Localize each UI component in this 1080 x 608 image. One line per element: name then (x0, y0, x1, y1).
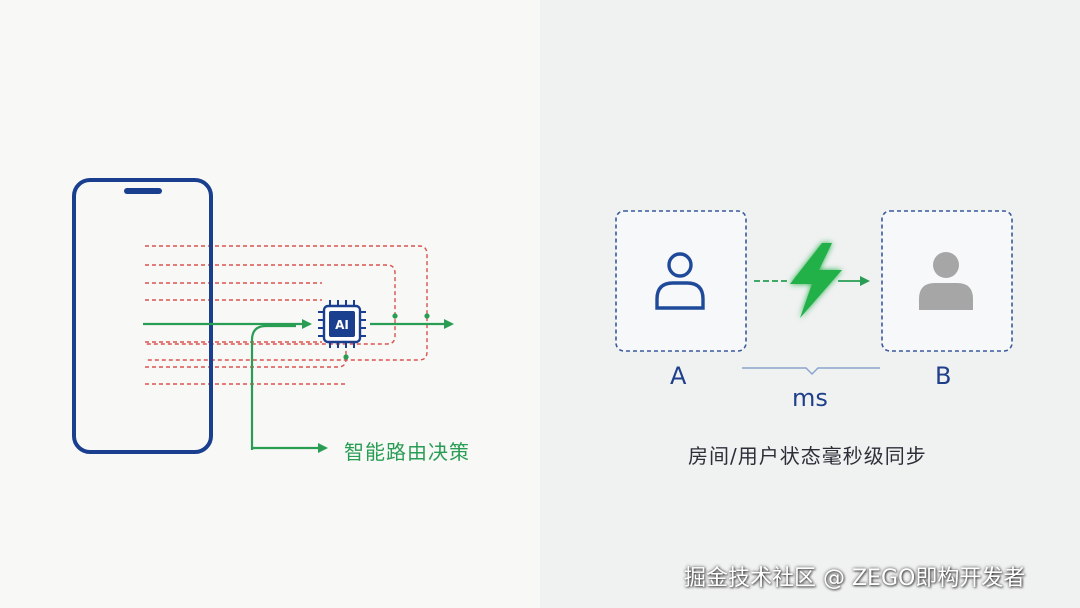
smart-routes (143, 319, 454, 453)
user-a-label: A (670, 362, 687, 390)
candidate-paths (145, 245, 428, 385)
candidate-path-1 (145, 245, 428, 361)
chip-label: AI (335, 318, 349, 332)
candidate-path-6 (145, 350, 347, 368)
left-panel (0, 0, 540, 608)
lightning-icon (790, 243, 842, 318)
latency-bracket (742, 367, 880, 375)
user-b-box (881, 210, 1013, 352)
sync-caption: 房间/用户状态毫秒级同步 (688, 444, 927, 468)
routing-decision-label: 智能路由决策 (344, 440, 470, 464)
route-node-2 (424, 313, 430, 319)
route-node-1 (392, 313, 398, 319)
phone-icon (72, 178, 213, 454)
branch-route (250, 324, 296, 450)
user-icon (655, 252, 705, 310)
route-node-3 (343, 354, 349, 360)
latency-label: ms (792, 384, 828, 412)
user-b-label: B (935, 362, 952, 390)
user-icon (919, 252, 973, 310)
watermark-text: 掘金技术社区 @ ZEGO即构开发者 (684, 566, 1026, 591)
ai-chip-icon: AI (318, 300, 366, 348)
user-a-box (615, 210, 747, 352)
